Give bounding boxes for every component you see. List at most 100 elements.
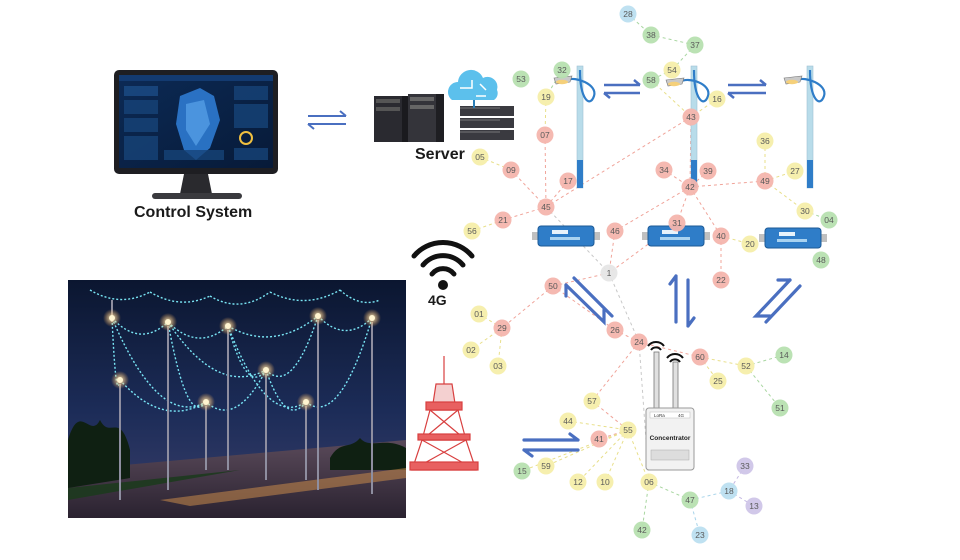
mesh-link: [552, 285, 616, 331]
mesh-node-label: 42: [685, 182, 695, 192]
mesh-node-label: 34: [659, 165, 669, 175]
mesh-node-label: 41: [594, 434, 604, 444]
mesh-node-label: 18: [724, 486, 734, 496]
mesh-node-label: 42: [637, 525, 647, 535]
mesh-node-label: 38: [646, 30, 656, 40]
mesh-link: [614, 329, 640, 343]
mesh-node: 22: [712, 271, 730, 289]
mesh-link: [545, 116, 692, 208]
mesh-node: 15: [513, 462, 531, 480]
big-sync-arrows: [522, 274, 802, 458]
mesh-node: 31: [668, 214, 686, 232]
mesh-node: 27: [786, 162, 804, 180]
mesh-link: [501, 285, 554, 329]
cloud-icon: [447, 69, 498, 108]
mesh-node: 56: [463, 222, 481, 240]
mesh-node: 51: [771, 399, 789, 417]
mesh-node-label: 50: [548, 281, 558, 291]
mesh-node: 37: [686, 36, 704, 54]
mesh-node: 30: [796, 202, 814, 220]
mesh-node-label: 04: [824, 215, 834, 225]
mesh-node: 19: [537, 88, 555, 106]
mesh-link: [804, 210, 830, 221]
mesh-node-label: 13: [749, 501, 759, 511]
mesh-node-label: 22: [716, 275, 726, 285]
mesh-node: 59: [537, 457, 555, 475]
mesh-node: 58: [642, 71, 660, 89]
mesh-node: 42: [633, 521, 651, 539]
mesh-node: 28: [619, 5, 637, 23]
lora-port-label: LoRa: [654, 413, 665, 418]
mesh-node-label: 51: [775, 403, 785, 413]
mesh-node: 54: [663, 61, 681, 79]
mesh-node: 39: [699, 162, 717, 180]
control-system-label: Control System: [134, 204, 253, 221]
mesh-node-label: 21: [498, 215, 508, 225]
mesh-link: [544, 134, 547, 208]
concentrator-label: Concentrator: [650, 435, 691, 442]
mesh-node: 44: [559, 412, 577, 430]
lamp-controller: [532, 225, 600, 247]
mesh-node-label: 33: [740, 461, 750, 471]
mesh-node: 32: [553, 61, 571, 79]
mesh-node-label: 03: [493, 361, 503, 371]
mesh-node-label: 39: [703, 166, 713, 176]
mesh-node-label: 24: [634, 337, 644, 347]
mesh-node: 14: [775, 346, 793, 364]
4g-signal-icon: [411, 240, 475, 290]
smart-street-night-photo: [68, 280, 406, 518]
single-lamp-controllers: [532, 225, 827, 249]
mesh-node-label: 60: [695, 352, 705, 362]
mesh-node-label: 1: [607, 268, 612, 278]
mesh-node-label: 46: [610, 226, 620, 236]
mesh-link: [689, 186, 722, 237]
mesh-node: 21: [494, 211, 512, 229]
mesh-node: 01: [470, 305, 488, 323]
mesh-node-label: 02: [466, 345, 476, 355]
mesh-node: 20: [741, 235, 759, 253]
mesh-link: [478, 313, 503, 329]
mesh-node-label: 32: [557, 65, 567, 75]
mesh-node: 06: [640, 473, 658, 491]
mesh-node: 10: [596, 473, 614, 491]
4g-port-label: 4G: [678, 413, 685, 418]
mesh-link: [591, 341, 640, 402]
mesh-link: [604, 429, 629, 483]
mesh-node-label: 30: [800, 206, 810, 216]
mesh-node-label: 05: [475, 152, 485, 162]
mesh-node: 45: [537, 198, 555, 216]
mesh-node: 24: [630, 333, 648, 351]
mesh-node: 38: [642, 26, 660, 44]
mesh-node-label: 36: [760, 136, 770, 146]
mesh-node-label: 09: [506, 165, 516, 175]
mesh-node: 40: [712, 227, 730, 245]
mesh-node-label: 14: [779, 350, 789, 360]
mesh-node-label: 07: [540, 130, 550, 140]
mesh-node-label: 20: [745, 239, 755, 249]
concentrator-device: LoRa 4G Concentrator: [645, 341, 695, 471]
mesh-link: [638, 341, 701, 358]
mesh-node-label: 31: [672, 218, 682, 228]
mesh-node-label: 01: [474, 309, 484, 319]
mesh-node: 03: [489, 357, 507, 375]
mesh-node: 1: [600, 264, 618, 282]
mesh-node-label: 16: [712, 94, 722, 104]
mesh-node-label: 12: [573, 477, 583, 487]
mesh-node-label: 25: [713, 376, 723, 386]
mesh-node: 13: [745, 497, 763, 515]
mesh-node-label: 49: [760, 176, 770, 186]
sync-arrows-control-server: [307, 110, 347, 130]
mesh-node: 17: [559, 172, 577, 190]
mesh-node-label: 53: [516, 74, 526, 84]
mesh-node-label: 59: [541, 461, 551, 471]
mesh-node: 33: [736, 457, 754, 475]
sync-arrows-poles: [603, 79, 767, 99]
mesh-node-label: 47: [685, 495, 695, 505]
mesh-node-label: 45: [541, 202, 551, 212]
4g-tower: [409, 356, 479, 471]
control-system-monitor: [114, 70, 278, 199]
mesh-node: 42: [681, 178, 699, 196]
street-light-pole: [553, 65, 596, 189]
